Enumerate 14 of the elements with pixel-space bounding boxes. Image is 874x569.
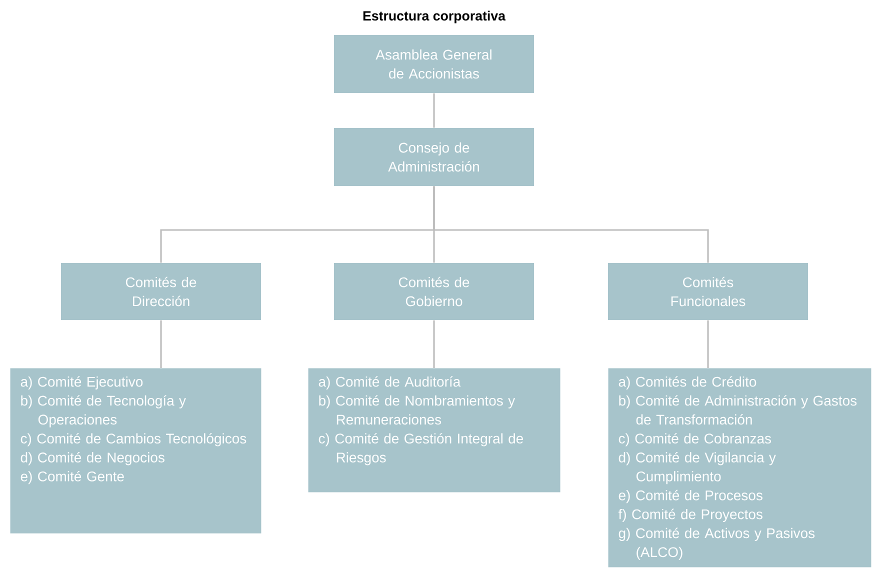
connector-line [433,93,435,128]
connector-line [433,320,435,368]
committee-box: Comités Funcionales [608,262,808,320]
connector-line [707,320,709,368]
connector-line [433,186,709,263]
committee-box: Consejo de Administración [334,128,534,186]
connector-line [160,320,162,368]
title: Estructura corporativa [363,10,506,24]
committee-box: Asamblea General de Accionistas [334,35,534,93]
list-box: a) Comité Ejecutivo b) Comité de Tecnología y Operaciones c) Comité de Cambios Tecnológicos d) Comité de Negocios e) Comité Gente [10,368,262,534]
list-box: a) Comités de Crédito b) Comité de Administración y Gastos de Transformación c) Comité de Cobranzas d) Comité de Vigilancia y Cumplimiento e) Comité de Procesos f) Comité de Proyectos g) Comité de Activos y Pasivos (ALCO) [608,368,872,568]
list-box: a) Comité de Auditoría b) Comité de Nombramientos y Remuneraciones c) Comité de Gestión Integral de Riesgos [308,368,560,492]
committee-box: Comités de Dirección [61,262,261,320]
committee-box: Comités de Gobierno [334,262,534,320]
